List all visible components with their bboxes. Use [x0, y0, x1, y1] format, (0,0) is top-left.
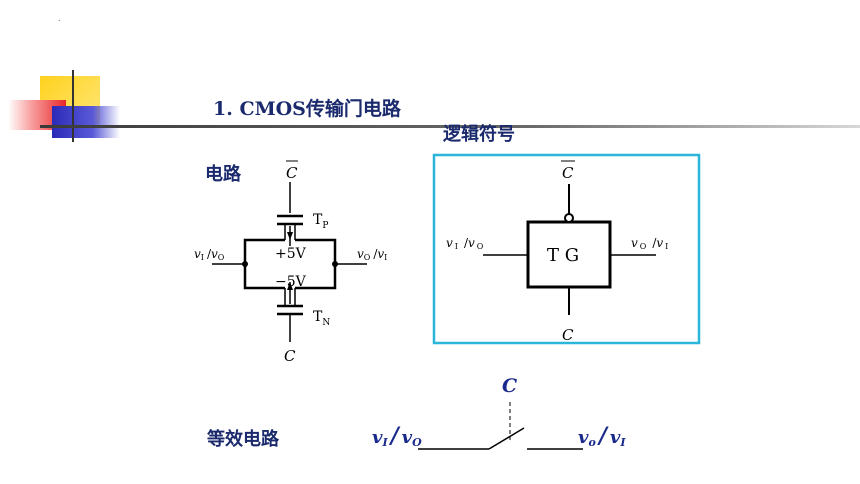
circuit-c-label: C: [284, 347, 296, 365]
logic-c-bar-label: C: [562, 164, 574, 182]
tg-label: T G: [547, 245, 579, 266]
decor-vertical-line: [72, 70, 74, 142]
circuit-left-io-label: vI/vO: [194, 247, 225, 262]
decor-blue-block: [52, 106, 120, 138]
switch-blade-icon: [488, 427, 525, 450]
tp-label: TP: [313, 212, 328, 231]
corner-dot: .: [58, 14, 61, 23]
tn-label: TN: [313, 309, 330, 328]
plus-5v-label: +5V: [275, 246, 307, 262]
title-number: 1.: [213, 98, 233, 120]
logic-symbol-heading: 逻辑符号: [443, 124, 515, 145]
equivalent-right-io-label: vo/vI: [578, 423, 626, 449]
title-divider: [40, 125, 860, 128]
circuit-right-io-label: vO/vI: [357, 247, 387, 262]
minus-5v-label: −5V: [275, 274, 307, 290]
page-title: 1. CMOS传输门电路: [213, 94, 401, 121]
title-text: CMOS传输门电路: [239, 98, 401, 120]
inversion-bubble-icon: [564, 213, 574, 223]
tn-arrow-icon: [287, 282, 293, 290]
right-node-dot: [332, 261, 338, 267]
left-node-dot: [242, 261, 248, 267]
logic-c-label: C: [562, 326, 574, 344]
equivalent-circuit-heading: 等效电路: [207, 429, 279, 450]
circuit-c-bar-label: C: [286, 164, 298, 182]
tp-arrow-icon: [287, 232, 293, 240]
circuit-heading: 电路: [205, 164, 241, 185]
logic-symbol-frame: [432, 153, 701, 345]
equivalent-c-label: C: [502, 375, 517, 397]
equivalent-left-io-label: vI/vO: [372, 423, 422, 449]
